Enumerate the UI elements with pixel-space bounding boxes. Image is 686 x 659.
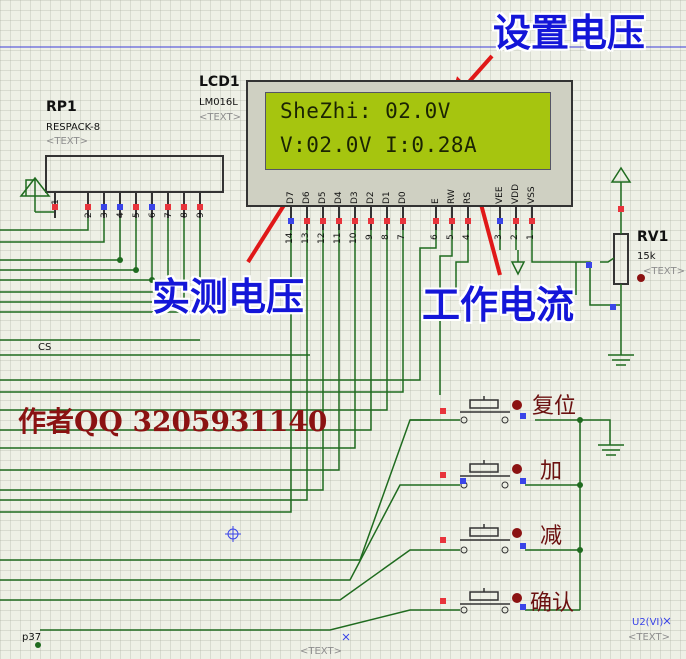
lcd-pin-name-d5: D5 [318,191,328,204]
lcd-line-2: V:02.0V I:0.28A [280,133,478,157]
rp1-body[interactable] [45,155,224,193]
lcd-pin-name-d6: D6 [302,191,312,204]
bottom-text: <TEXT> [300,646,342,657]
lcd1-screen: SheZhi: 02.0V V:02.0V I:0.28A [265,92,551,170]
lcd1-value: LM016L [199,97,238,108]
rv1-value: 15k [637,251,656,262]
annotation-working-current: 工作电流 [422,283,575,327]
lcd-pin-num-10: 10 [349,232,359,244]
rp1-pin-5: 5 [132,212,142,218]
pushbutton-add[interactable] [460,460,510,489]
lcd-pin-num-6: 6 [430,234,440,240]
rp1-power-wire [25,179,36,196]
rp1-pin-8: 8 [180,212,190,218]
annotation-set-voltage: 设置电压 [493,11,646,55]
rp1-ref: RP1 [46,99,77,115]
rv1-body[interactable] [613,233,629,285]
lcd-pin-name-d1: D1 [382,191,392,204]
net-label-cs: CS [38,342,52,353]
lcd1-ref: LCD1 [199,74,240,90]
lcd-line-1: SheZhi: 02.0V [280,99,451,123]
lcd-pin-num-11: 11 [333,232,343,244]
annotation-measured-voltage: 实测电压 [152,275,305,319]
lcd-pin-num-14: 14 [285,232,295,244]
lcd-pin-num-7: 7 [397,234,407,240]
lcd-pin-num-9: 9 [365,234,375,240]
lcd-pin-num-4: 4 [462,234,472,240]
rp1-pin-6: 6 [148,212,158,218]
lcd-pin-num-8: 8 [381,234,391,240]
lcd-pin-name-d4: D4 [334,191,344,204]
rp1-pin-2: 2 [84,212,94,218]
lcd-pin-name-e: E [431,198,441,204]
rp1-text: <TEXT> [46,136,88,147]
button-label-confirm: 确认 [530,591,575,616]
lcd-pin-num-5: 5 [446,234,456,240]
rp1-pin-4: 4 [116,212,126,218]
lcd-pin-num-13: 13 [301,232,311,244]
lcd-pin-name-d0: D0 [398,191,408,204]
lcd-pin-num-2: 2 [510,234,520,240]
button-label-reset: 复位 [532,394,577,419]
lcd-pin-name-vee: VEE [495,186,505,204]
lcd-pin-num-12: 12 [317,232,327,244]
rp1-pin-1: 1 [51,199,61,205]
rv1-ref: RV1 [637,229,669,245]
rp1-pin-3: 3 [100,212,110,218]
lcd-pin-name-vss: VSS [527,186,537,204]
lcd-pin-name-vdd: VDD [511,183,521,204]
rp1-pin-9: 9 [196,212,206,218]
rp1-value: RESPACK-8 [46,122,101,133]
lcd-pin-name-d3: D3 [350,191,360,204]
button-label-sub: 减 [540,524,563,549]
pushbutton-sub[interactable] [460,524,510,554]
lcd-pin-num-1: 1 [526,234,536,240]
lcd-pin-name-d7: D7 [286,191,296,204]
lcd-pin-name-d2: D2 [366,191,376,204]
lcd-pin-name-rs: RS [463,192,473,204]
lcd-pin-num-3: 3 [494,234,504,240]
rv1-text: <TEXT> [643,266,685,277]
author-contact: 作者QQ 3205931140 [18,405,328,438]
lcd-pin-name-rw: RW [447,189,457,204]
pushbutton-confirm[interactable] [460,588,510,614]
net-label-p37: p37 [22,632,42,643]
u2-text: <TEXT> [628,632,670,643]
ground-arrow-icon [510,261,526,276]
lcd1-text: <TEXT> [199,112,241,123]
rp1-pin-7: 7 [164,212,174,218]
u2-ref: U2(VI) [632,617,664,628]
pushbutton-reset[interactable] [460,396,510,424]
button-label-add: 加 [540,459,563,484]
